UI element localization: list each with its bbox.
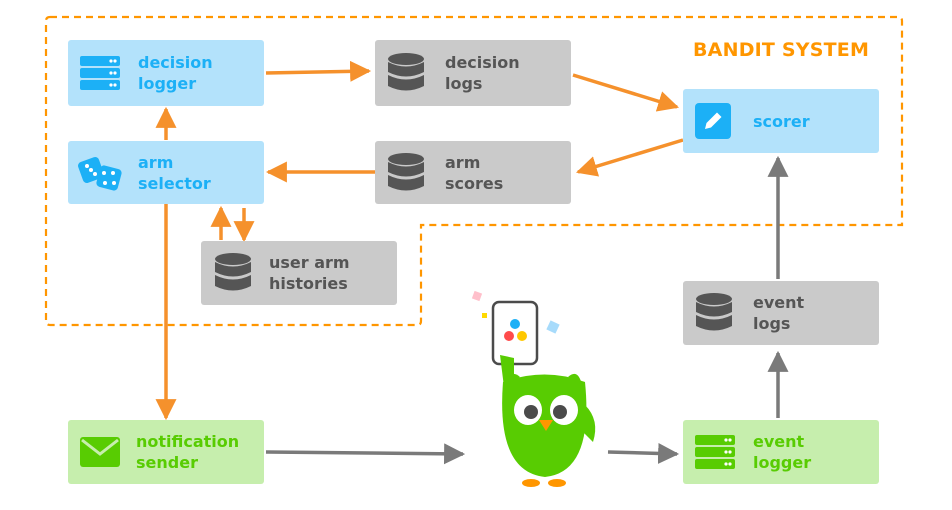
event-logs-node: event logs: [683, 281, 879, 345]
scorer-node: scorer: [683, 89, 879, 153]
user-arm-histories-label: user arm histories: [269, 253, 350, 293]
arm-scores-label: arm scores: [445, 152, 504, 193]
arm-selector-label: arm selector: [138, 152, 211, 193]
database-icon: [388, 53, 424, 91]
database-icon: [696, 293, 732, 331]
decision-logger-label: decision logger: [138, 53, 213, 93]
database-icon: [215, 253, 251, 291]
event-logs-label: event logs: [753, 293, 805, 333]
server-icon: [80, 56, 120, 90]
user-arm-histories-node: user arm histories: [201, 241, 397, 305]
scorer-label: scorer: [753, 111, 810, 131]
arrow-decision-logs-to-scorer: [572, 73, 680, 112]
arrow-user-to-event-logger: [607, 442, 680, 464]
event-logger-label: event logger: [753, 432, 812, 472]
arrow-decision-logger-to-logs: [265, 60, 372, 82]
bandit-system-label: BANDIT SYSTEM: [693, 39, 870, 61]
notification-sender-node: notification sender: [68, 420, 264, 484]
server-icon: [695, 435, 735, 469]
decision-logs-node: decision logs: [375, 40, 571, 106]
arm-selector-node: arm selector: [68, 141, 264, 204]
arrow-scorer-to-arm-scores: [575, 138, 684, 177]
arm-scores-node: arm scores: [375, 141, 571, 204]
envelope-icon: [80, 437, 120, 467]
database-icon: [388, 153, 424, 191]
bandit-system-boundary: [44, 15, 904, 327]
event-logger-node: event logger: [683, 420, 879, 484]
pencil-icon: [695, 103, 731, 139]
dice-icon: [78, 157, 122, 191]
decision-logs-label: decision logs: [445, 53, 520, 93]
decision-logger-node: decision logger: [68, 40, 264, 106]
notification-sender-label: notification sender: [136, 432, 240, 472]
owl-mascot: [471, 290, 596, 487]
arrow-sender-to-user: [265, 443, 466, 465]
